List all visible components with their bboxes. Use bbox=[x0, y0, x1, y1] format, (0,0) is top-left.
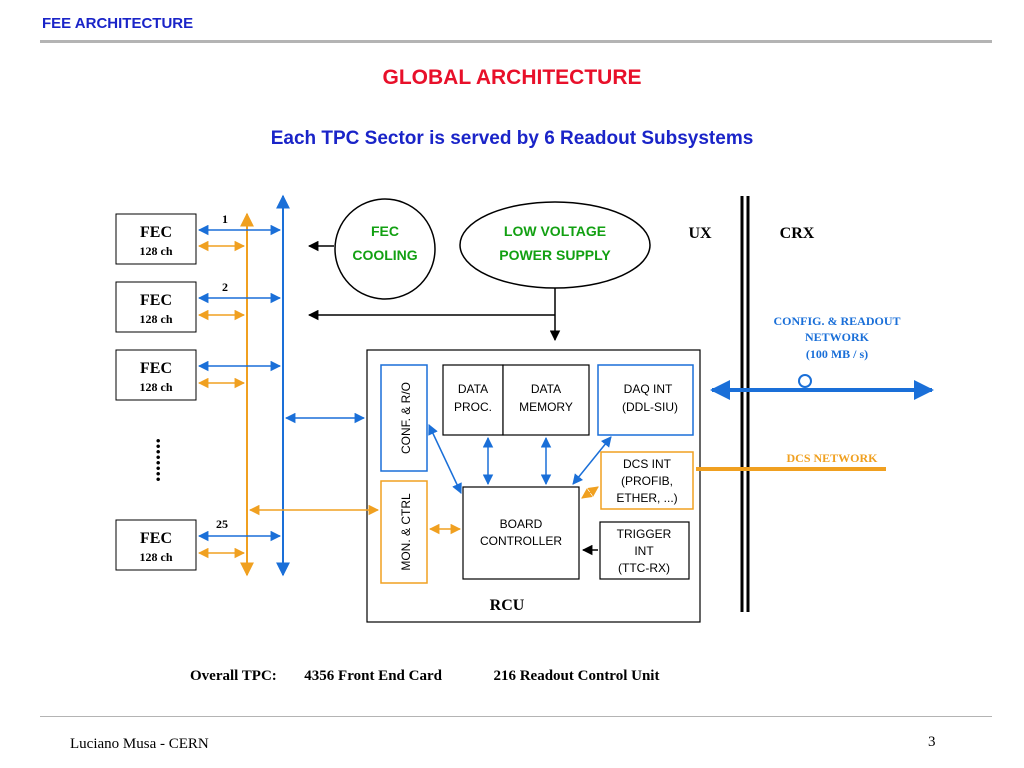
trigger-int-label: (TTC-RX) bbox=[618, 561, 670, 575]
data-memory-label: MEMORY bbox=[519, 400, 573, 414]
fec-1: FEC 128 ch bbox=[115, 213, 197, 265]
trigger-int-label: INT bbox=[634, 544, 654, 558]
mon-ctrl-block: MON. & CTRL bbox=[380, 480, 428, 584]
summary-label: Overall TPC: bbox=[190, 668, 277, 684]
rcu-label: RCU bbox=[490, 597, 525, 614]
slide-subtitle: Each TPC Sector is served by 6 Readout S… bbox=[270, 128, 754, 149]
slide-title: GLOBAL ARCHITECTURE bbox=[382, 66, 642, 89]
fec-index: 1 bbox=[222, 212, 228, 226]
daq-int-label: DAQ INT bbox=[624, 382, 673, 396]
fec-channels: 128 ch bbox=[140, 550, 173, 564]
board-controller-label: BOARD bbox=[500, 517, 543, 531]
network-node bbox=[798, 374, 812, 388]
conf-ro-label: CONF. & R/O bbox=[399, 382, 413, 454]
data-proc-label: PROC. bbox=[454, 400, 492, 414]
fec-label: FEC bbox=[140, 292, 172, 309]
fec-cooling-label: FEC bbox=[371, 223, 399, 239]
dcs-int-label: ETHER, ...) bbox=[616, 491, 677, 505]
fec-cooling: FEC COOLING bbox=[334, 198, 436, 300]
fec-channels: 128 ch bbox=[140, 312, 173, 326]
fec-label: FEC bbox=[140, 530, 172, 547]
config-network-label: CONFIG. & READOUT bbox=[773, 314, 900, 328]
summary-line: Overall TPC: 4356 Front End Card 216 Rea… bbox=[190, 668, 659, 685]
data-memory-label: DATA bbox=[531, 382, 561, 396]
daq-int-block: DAQ INT (DDL-SIU) bbox=[597, 364, 694, 436]
lv-label: POWER SUPPLY bbox=[499, 247, 611, 263]
header-title: FEE ARCHITECTURE bbox=[42, 15, 194, 32]
dcs-int-label: (PROFIB, bbox=[621, 474, 673, 488]
conf-ro-block: CONF. & R/O bbox=[380, 364, 428, 472]
config-network-label: NETWORK bbox=[805, 330, 870, 344]
trigger-int-label: TRIGGER bbox=[617, 527, 672, 541]
config-network-label: (100 MB / s) bbox=[806, 347, 868, 361]
fec-2: FEC 128 ch bbox=[115, 281, 197, 333]
fec-channels: 128 ch bbox=[140, 380, 173, 394]
dcs-int-block: DCS INT (PROFIB, ETHER, ...) bbox=[600, 451, 694, 510]
rcu-internal-links bbox=[428, 424, 612, 556]
fec-ellipsis: ........ bbox=[140, 438, 165, 482]
low-voltage-power-supply: LOW VOLTAGE POWER SUPPLY bbox=[459, 201, 651, 289]
fec-cooling-label: COOLING bbox=[352, 247, 417, 263]
footer-author: Luciano Musa - CERN bbox=[70, 736, 209, 752]
board-controller-label: CONTROLLER bbox=[480, 534, 562, 548]
crx-label: CRX bbox=[780, 225, 815, 242]
fec-channels: 128 ch bbox=[140, 244, 173, 258]
ux-label: UX bbox=[688, 225, 712, 242]
fec-bus-links bbox=[197, 224, 282, 559]
fec-index: 25 bbox=[216, 517, 228, 531]
summary-fec-count: 4356 Front End Card bbox=[304, 668, 442, 684]
fec-label: FEC bbox=[140, 224, 172, 241]
fec-3: FEC 128 ch bbox=[115, 349, 197, 401]
trigger-int-block: TRIGGER INT (TTC-RX) bbox=[599, 521, 690, 580]
fec-25: FEC 128 ch bbox=[115, 519, 197, 571]
mon-ctrl-label: MON. & CTRL bbox=[399, 493, 413, 571]
footer-divider bbox=[40, 716, 992, 717]
daq-int-label: (DDL-SIU) bbox=[622, 400, 678, 414]
board-controller-block: BOARD CONTROLLER bbox=[462, 486, 580, 580]
summary-rcu-count: 216 Readout Control Unit bbox=[493, 668, 660, 684]
data-memory-block: DATA MEMORY bbox=[502, 364, 590, 436]
data-proc-label: DATA bbox=[458, 382, 488, 396]
rcu-box bbox=[366, 349, 701, 623]
fec-label: FEC bbox=[140, 360, 172, 377]
page-number: 3 bbox=[928, 734, 936, 750]
fec-index: 2 bbox=[222, 280, 228, 294]
lv-label: LOW VOLTAGE bbox=[504, 223, 606, 239]
header-divider bbox=[40, 40, 992, 43]
data-proc-block: DATA PROC. bbox=[442, 364, 504, 436]
dcs-network-label: DCS NETWORK bbox=[786, 451, 878, 465]
dcs-int-label: DCS INT bbox=[623, 457, 672, 471]
